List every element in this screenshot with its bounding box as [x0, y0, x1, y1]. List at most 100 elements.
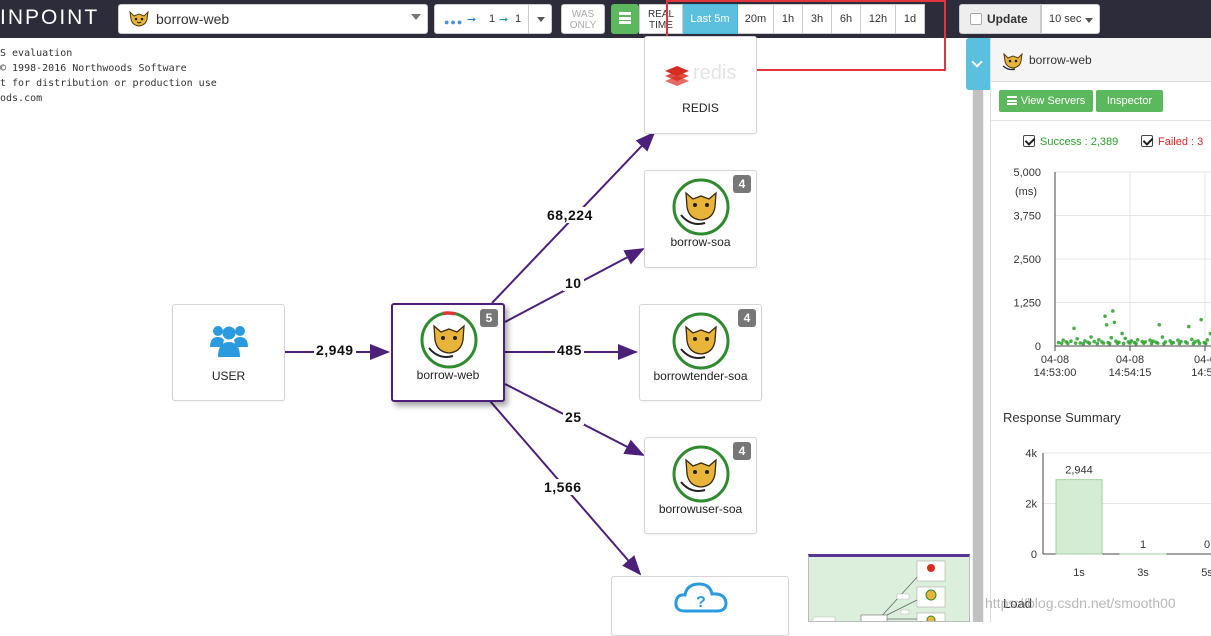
inspector-button[interactable]: Inspector	[1096, 90, 1163, 112]
scatter-point	[1204, 342, 1208, 346]
bar-value-label: 1	[1140, 539, 1146, 551]
y-tick-label: 3,750	[1013, 211, 1041, 223]
y-tick-label: 5,000	[1013, 167, 1041, 179]
legend-failed[interactable]: Failed : 3	[1141, 135, 1203, 148]
bar-value-label: 0	[1204, 539, 1210, 551]
scatter-point	[1072, 327, 1076, 331]
bar[interactable]	[1056, 480, 1102, 554]
chevron-down-icon	[971, 56, 982, 67]
scatter-point	[1170, 342, 1174, 346]
node-borrowuser-soa[interactable]: 4 borrowuser-soa	[644, 437, 757, 534]
tomcat-icon	[671, 444, 731, 504]
scatter-point	[1075, 337, 1079, 341]
node-unknown-cloud[interactable]: ?	[611, 576, 789, 636]
users-icon	[209, 321, 249, 359]
x-tick-time: 14:54:15	[1109, 367, 1152, 379]
scatter-point	[1123, 337, 1127, 341]
tomcat-icon	[419, 310, 479, 370]
edge-label-web-to-redis: 68,224	[545, 207, 595, 223]
chevron-down-icon	[1085, 18, 1093, 23]
minimap-preview	[809, 557, 970, 622]
map-scrollbar[interactable]	[972, 38, 984, 622]
edge-label-web-to-user-soa: 25	[563, 409, 584, 425]
y-tick-label: 1,250	[1013, 298, 1041, 310]
tomcat-icon	[671, 177, 731, 237]
node-label: borrow-web	[393, 368, 503, 382]
scatter-point	[1148, 338, 1152, 342]
x-tick-label: 5s	[1201, 567, 1211, 579]
scatter-point	[1176, 338, 1180, 342]
tomcat-icon	[1001, 51, 1025, 71]
scatter-point	[1061, 338, 1065, 342]
checkbox-checked-icon[interactable]	[1141, 135, 1153, 147]
scatter-point	[1078, 341, 1082, 345]
scatter-point	[1185, 341, 1189, 345]
scatter-point	[1206, 338, 1210, 342]
scatter-point	[1178, 342, 1182, 346]
scatter-point	[1057, 341, 1061, 345]
panel-collapse-button[interactable]	[966, 38, 990, 90]
y-tick-label: 4k	[1025, 448, 1037, 460]
cloud-question-icon: ?	[673, 579, 729, 615]
bar-value-label: 2,944	[1065, 465, 1093, 477]
node-borrow-web[interactable]: 5 borrow-web	[391, 303, 505, 402]
server-map-minimap[interactable]	[808, 554, 970, 622]
legend-success-label: Success : 2,389	[1040, 136, 1118, 148]
scatter-point	[1150, 342, 1154, 346]
scatter-point	[1060, 342, 1064, 346]
scatter-point	[1187, 325, 1191, 329]
view-servers-button[interactable]: View Servers	[999, 90, 1093, 112]
server-count-badge: 5	[480, 309, 498, 327]
server-count-badge: 4	[733, 175, 751, 193]
scatter-point	[1111, 309, 1115, 313]
server-count-badge: 4	[738, 309, 756, 327]
x-tick-date: 04-08	[1116, 354, 1144, 366]
update-interval-select[interactable]: 10 sec	[1041, 4, 1100, 34]
scatter-point	[1142, 342, 1146, 346]
y-tick-label: 0	[1035, 341, 1041, 353]
scatter-point	[1074, 341, 1078, 345]
redis-logo-text: redis	[693, 62, 736, 84]
interval-value: 10 sec	[1049, 13, 1081, 25]
y-tick-label: 2,500	[1013, 254, 1041, 266]
x-tick-date: 04-0	[1194, 354, 1211, 366]
scatter-point	[1088, 342, 1092, 346]
node-borrowtender-soa[interactable]: 4 borrowtender-soa	[639, 304, 762, 401]
legend-failed-label: Failed : 3	[1158, 136, 1203, 148]
node-label: borrow-soa	[645, 235, 756, 249]
scatter-point	[1069, 339, 1073, 343]
scatter-point	[1136, 338, 1140, 342]
node-detail-panel: borrow-web View Servers Inspector Succes…	[990, 38, 1211, 622]
scatter-point	[1122, 342, 1126, 346]
scatter-point	[1161, 335, 1165, 339]
scatter-point	[1198, 342, 1202, 346]
node-label: USER	[173, 369, 284, 383]
node-borrow-soa[interactable]: 4 borrow-soa	[644, 170, 757, 268]
node-label: borrowtender-soa	[640, 369, 761, 383]
legend-success[interactable]: Success : 2,389	[1023, 135, 1118, 148]
x-tick-label: 3s	[1137, 567, 1149, 579]
scrollbar-thumb[interactable]	[973, 38, 983, 622]
node-redis[interactable]: redis REDIS	[644, 36, 757, 134]
scatter-point	[1102, 341, 1106, 345]
scatter-point	[1128, 341, 1132, 345]
scatter-point	[1199, 318, 1203, 322]
x-tick-label: 1s	[1073, 567, 1085, 579]
svg-text:?: ?	[696, 594, 706, 611]
edge-label-web-to-borrow-soa: 10	[563, 275, 584, 291]
scatter-point	[1092, 340, 1096, 344]
node-user[interactable]: USER	[172, 304, 285, 401]
y-tick-label: 2k	[1025, 499, 1037, 511]
response-time-scatter-chart[interactable]: 5,0003,7502,5001,250004-0814:53:0004-081…	[991, 160, 1211, 380]
redis-logo-icon: redis	[663, 57, 763, 87]
x-tick-date: 04-08	[1041, 354, 1069, 366]
divider	[991, 120, 1211, 121]
x-tick-time: 14:53:00	[1034, 367, 1077, 379]
scatter-point	[1134, 342, 1138, 346]
edge-label-web-to-tender: 485	[555, 342, 584, 358]
checkbox-checked-icon[interactable]	[1023, 135, 1035, 147]
panel-title: borrow-web	[1029, 53, 1092, 67]
scatter-point	[1113, 321, 1117, 325]
scatter-point	[1109, 336, 1113, 340]
